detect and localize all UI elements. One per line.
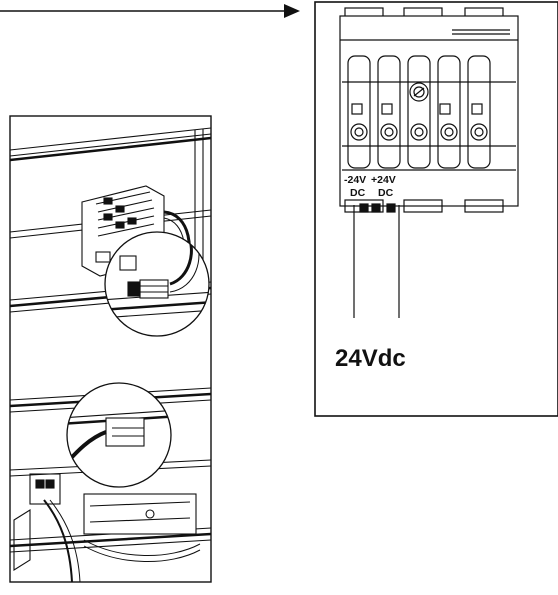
terminal-label-plus-voltage: +24V — [371, 174, 396, 186]
terminal-block — [339, 7, 519, 213]
terminal-label-minus-voltage: -24V — [344, 174, 366, 186]
installation-view — [9, 115, 212, 583]
magnifier-wire-plug — [66, 382, 172, 488]
connector-detail-panel: -24V DC +24V DC 24Vdc — [314, 1, 558, 417]
terminal-label-plus-dc: DC — [378, 187, 394, 199]
magnifier-connector-plug — [104, 231, 210, 337]
pointer-arrow — [0, 4, 300, 18]
terminal-label-minus-dc: DC — [350, 187, 366, 199]
voltage-caption: 24Vdc — [335, 345, 406, 372]
